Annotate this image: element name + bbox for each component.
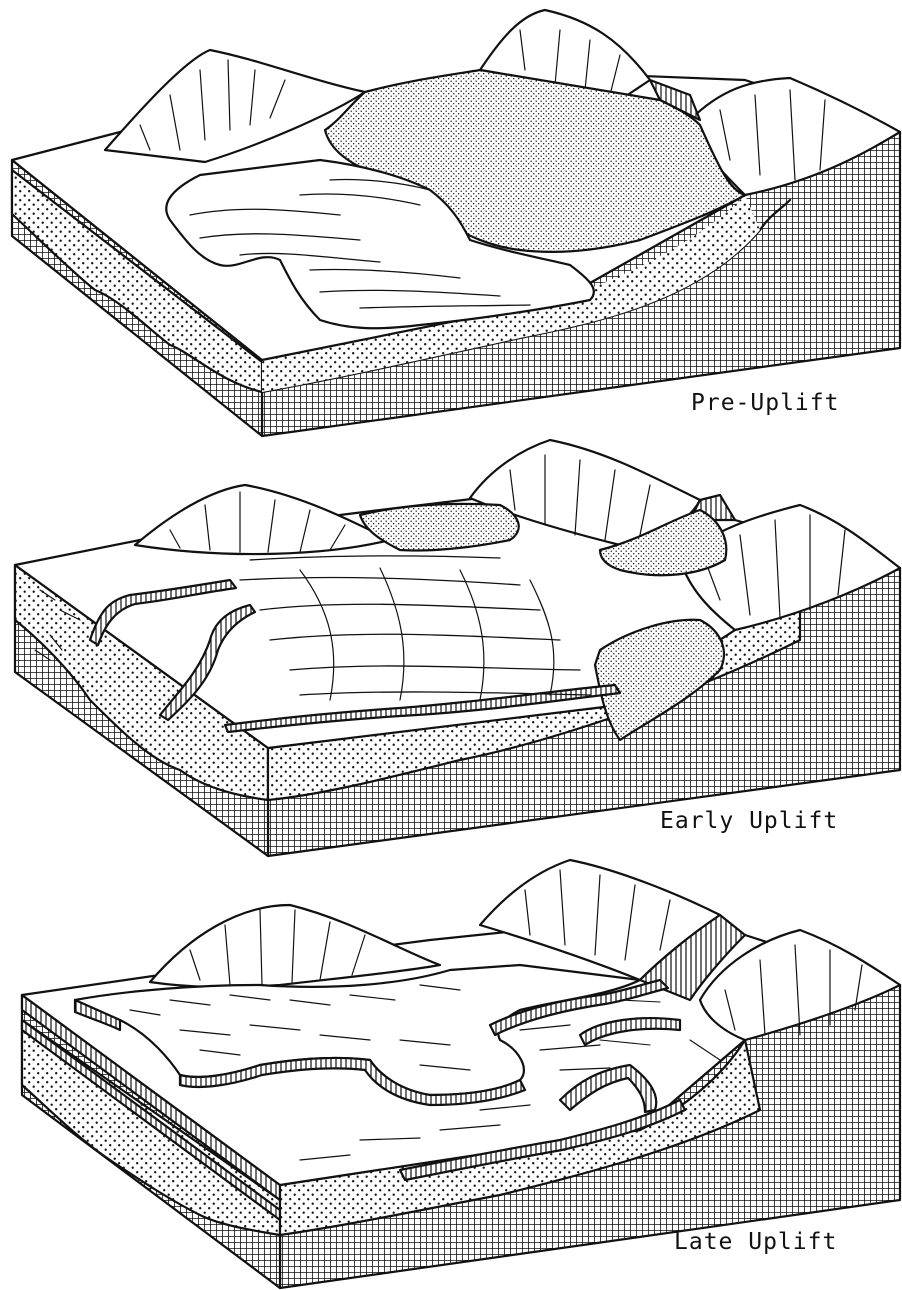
panel-pre-uplift: [12, 10, 900, 436]
caption-early-uplift: Early Uplift: [660, 808, 838, 834]
caption-late-uplift: Late Uplift: [674, 1229, 837, 1255]
panel-early-uplift: [15, 440, 900, 856]
caption-pre-uplift: Pre-Uplift: [691, 390, 839, 416]
panel-late-uplift: [22, 860, 900, 1288]
